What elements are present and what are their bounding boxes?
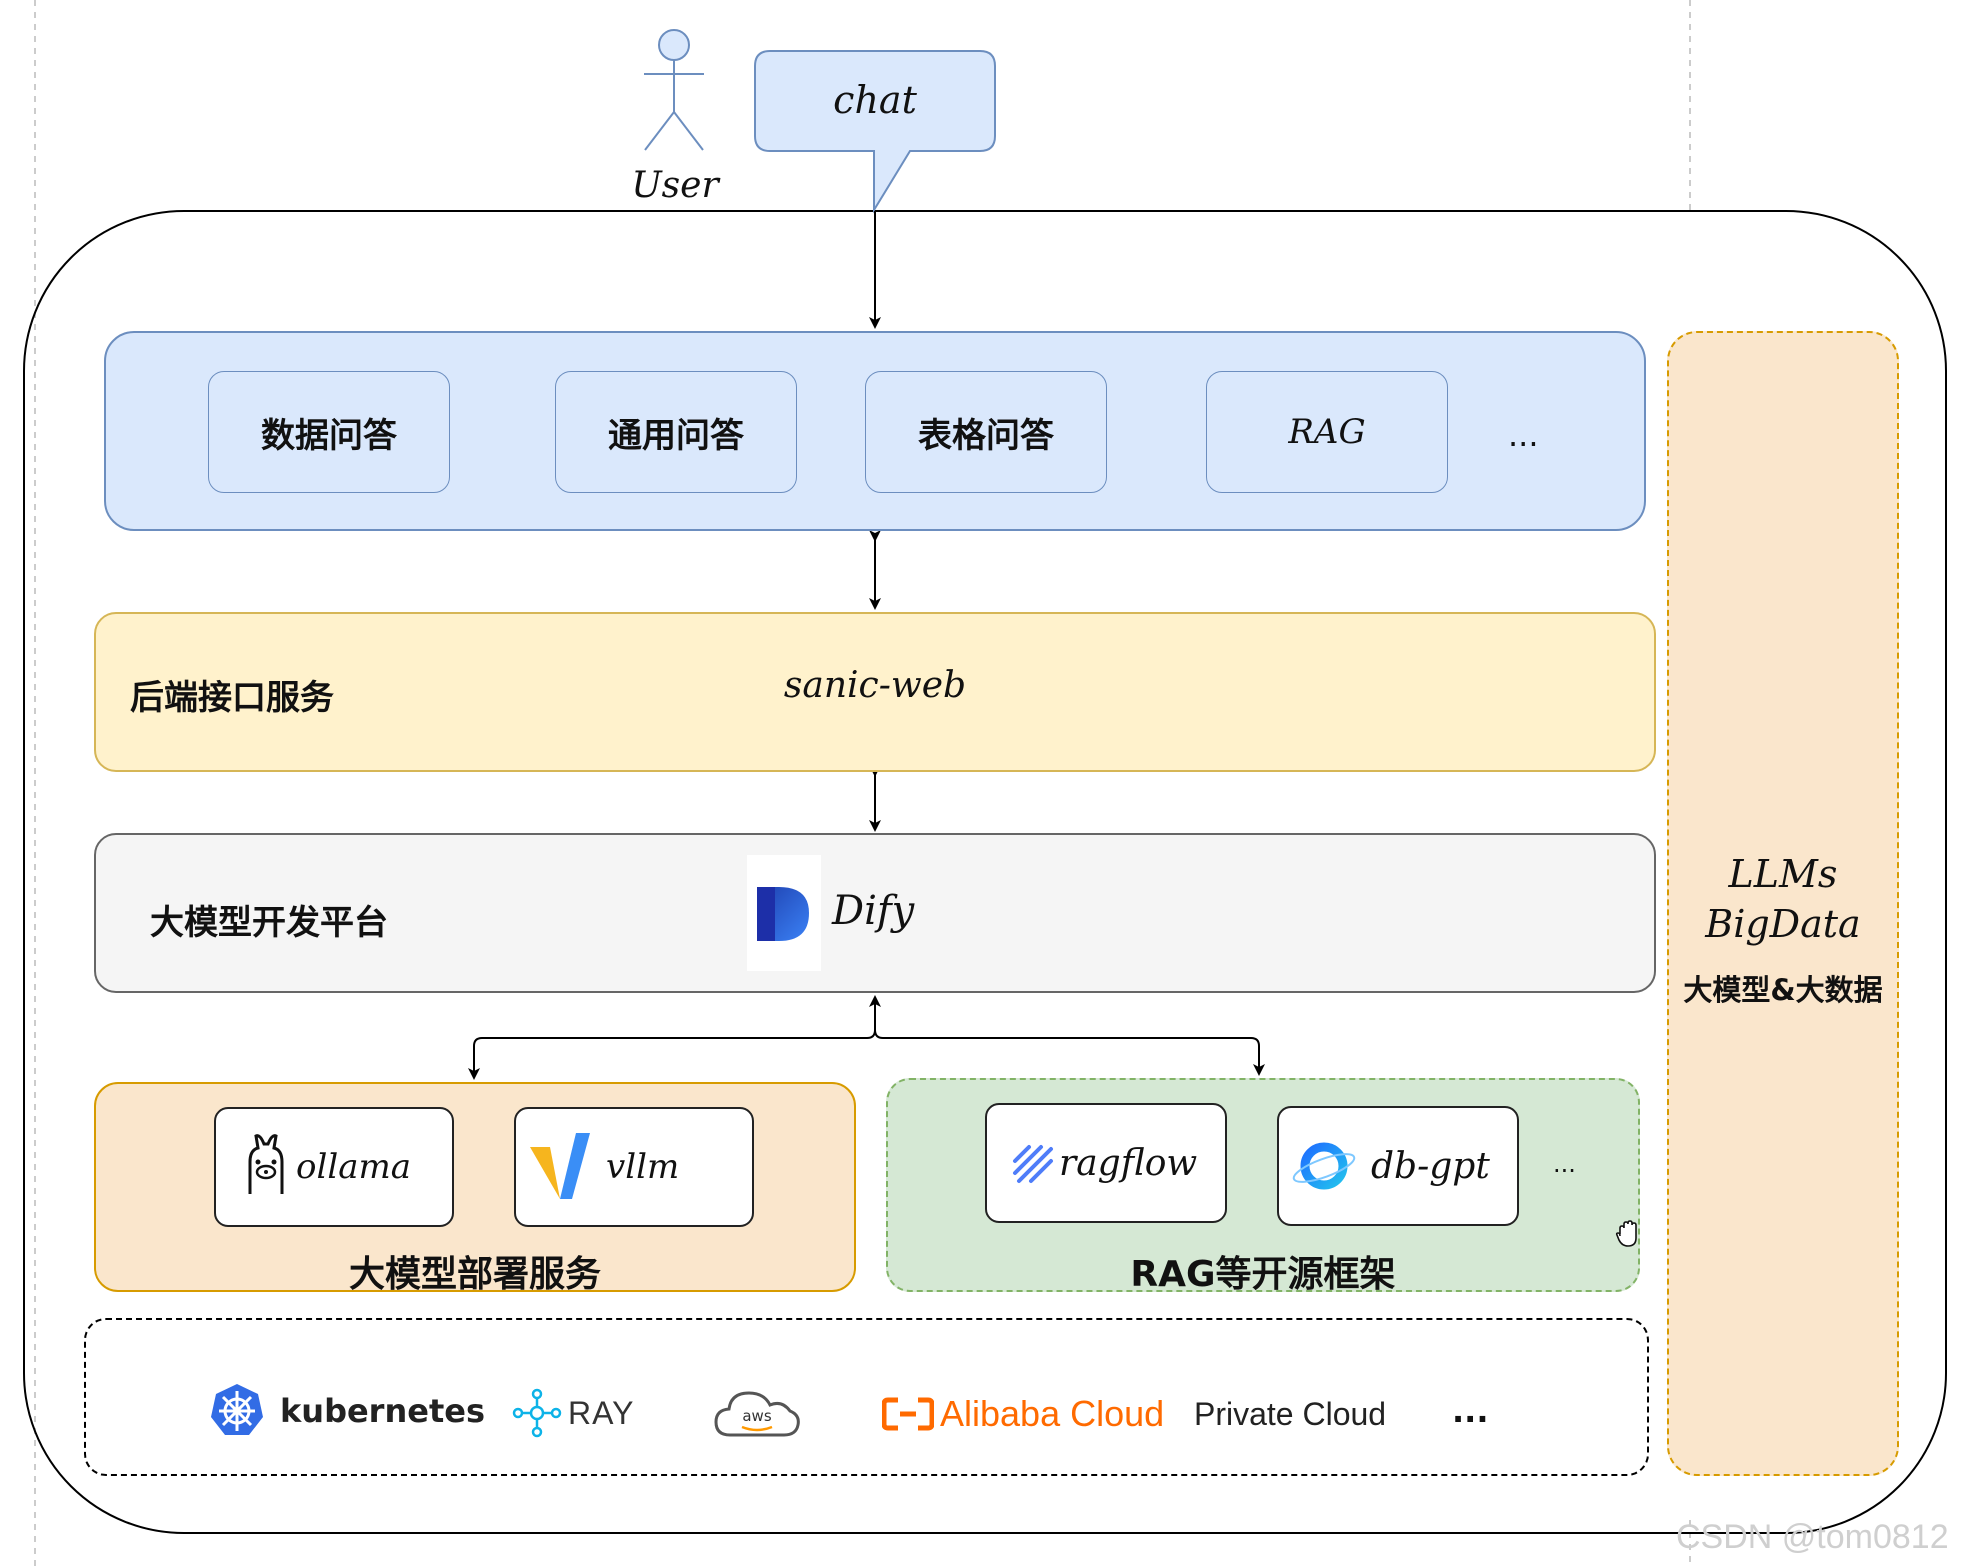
side-llms-label: LLMs (1728, 852, 1838, 896)
aws-label: aws (742, 1407, 771, 1425)
vllm-icon (530, 1133, 590, 1199)
user-figure-icon (644, 29, 704, 151)
alibaba-cloud-icon (882, 1397, 934, 1431)
alibaba-cloud-item[interactable]: Alibaba Cloud (882, 1393, 1164, 1435)
dbgpt-label: db-gpt (1371, 1145, 1490, 1187)
platform-title: 大模型开发平台 (150, 903, 388, 943)
app-item-general-qa[interactable]: 通用问答 (555, 371, 797, 493)
ray-item[interactable]: RAY (512, 1388, 634, 1438)
deploy-title: 大模型部署服务 (348, 1254, 601, 1295)
infra-more-label: ... (1452, 1392, 1489, 1430)
chat-label: chat (833, 78, 917, 122)
user-label: User (631, 165, 719, 206)
platform-to-rag-arrow (874, 1029, 1265, 1076)
private-cloud-label[interactable]: Private Cloud (1194, 1396, 1387, 1432)
backend-service-label: sanic-web (783, 665, 967, 706)
ollama-icon (248, 1134, 284, 1194)
kubernetes-item[interactable]: kubernetes (208, 1382, 485, 1440)
dbgpt-icon (1292, 1142, 1356, 1190)
app-item-label: 数据问答 (261, 415, 397, 456)
ollama-label: ollama (296, 1147, 411, 1187)
ray-label: RAY (568, 1394, 635, 1431)
aws-cloud-icon: aws (714, 1391, 800, 1437)
ragflow-card[interactable]: ragflow (985, 1103, 1227, 1223)
kubernetes-icon (211, 1384, 263, 1435)
app-item-rag[interactable]: RAG (1206, 371, 1448, 493)
dbgpt-card[interactable]: db-gpt (1277, 1106, 1519, 1226)
dify-label: Dify (832, 888, 915, 934)
side-cn-label: 大模型&大数据 (1683, 973, 1883, 1007)
app-item-label: RAG (1288, 412, 1366, 452)
app-item-table-qa[interactable]: 表格问答 (865, 371, 1107, 493)
hand-cursor-icon (1614, 1220, 1644, 1254)
app-item-label: 通用问答 (608, 415, 744, 456)
ragflow-icon (1013, 1145, 1053, 1183)
alibaba-cloud-label: Alibaba Cloud (940, 1393, 1165, 1434)
side-panel (1667, 331, 1899, 1476)
infra-panel (84, 1318, 1649, 1476)
dify-logo-icon (747, 855, 821, 971)
vllm-card[interactable]: vllm (514, 1107, 754, 1227)
app-item-label: 表格问答 (918, 415, 1054, 456)
platform-to-deploy-arrow (468, 1000, 876, 1080)
vllm-label: vllm (606, 1147, 680, 1187)
chat-bubble (754, 50, 996, 214)
app-more-label: ... (1508, 416, 1539, 454)
aws-item[interactable]: aws (712, 1385, 802, 1447)
kubernetes-label: kubernetes (280, 1392, 485, 1430)
backend-panel (94, 612, 1656, 772)
platform-panel (94, 833, 1656, 993)
watermark: CSDN @tom0812 (1676, 1518, 1949, 1556)
rag-title: RAG等开源框架 (1130, 1254, 1396, 1295)
side-bigdata-label: BigData (1705, 902, 1861, 946)
outer-container (23, 210, 1947, 1534)
ray-icon (512, 1388, 562, 1438)
app-item-data-qa[interactable]: 数据问答 (208, 371, 450, 493)
rag-more-label: ... (1553, 1150, 1576, 1178)
backend-title: 后端接口服务 (130, 678, 334, 718)
ragflow-label: ragflow (1059, 1142, 1198, 1184)
ollama-card[interactable]: ollama (214, 1107, 454, 1227)
